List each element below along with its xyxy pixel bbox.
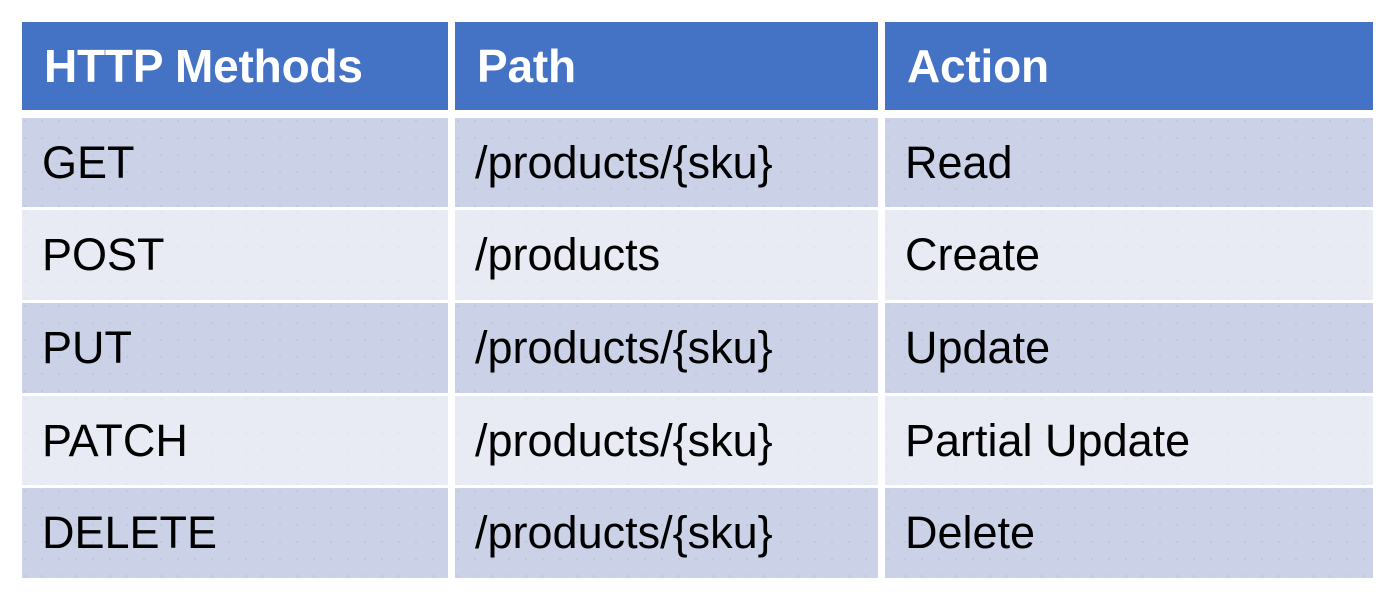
column-divider-2 [878, 488, 885, 579]
cell-http-method: PUT [22, 303, 448, 393]
table-row: DELETE /products/{sku} Delete [22, 488, 1373, 579]
cell-path: /products/{sku} [455, 488, 878, 579]
http-methods-table: HTTP Methods Path Action GET /products/{… [22, 22, 1373, 579]
column-divider-1 [448, 488, 455, 579]
column-header-action: Action [885, 22, 1373, 110]
cell-path: /products [455, 210, 878, 301]
cell-path: /products/{sku} [455, 117, 878, 208]
cell-action: Partial Update [885, 395, 1373, 486]
cell-action: Update [885, 303, 1373, 393]
column-divider-2 [878, 303, 885, 393]
table-row: GET /products/{sku} Read [22, 117, 1373, 208]
cell-action: Read [885, 117, 1373, 208]
cell-path: /products/{sku} [455, 303, 878, 393]
column-divider-2 [878, 395, 885, 486]
cell-http-method: POST [22, 210, 448, 301]
table-row: PUT /products/{sku} Update [22, 303, 1373, 393]
table-row: POST /products Create [22, 210, 1373, 301]
cell-http-method: PATCH [22, 395, 448, 486]
column-divider-1 [448, 303, 455, 393]
cell-action: Delete [885, 488, 1373, 579]
cell-path: /products/{sku} [455, 395, 878, 486]
column-header-path: Path [455, 22, 878, 110]
column-header-http-methods: HTTP Methods [22, 22, 448, 110]
cell-http-method: GET [22, 117, 448, 208]
column-divider-1 [448, 395, 455, 486]
cell-action: Create [885, 210, 1373, 301]
column-divider-1 [448, 210, 455, 301]
table-header-row: HTTP Methods Path Action [22, 22, 1373, 110]
column-divider-1 [448, 117, 455, 208]
table-row: PATCH /products/{sku} Partial Update [22, 395, 1373, 486]
column-divider-2 [878, 117, 885, 208]
cell-http-method: DELETE [22, 488, 448, 579]
column-divider-2 [878, 210, 885, 301]
column-divider-2 [878, 22, 885, 110]
column-divider-1 [448, 22, 455, 110]
